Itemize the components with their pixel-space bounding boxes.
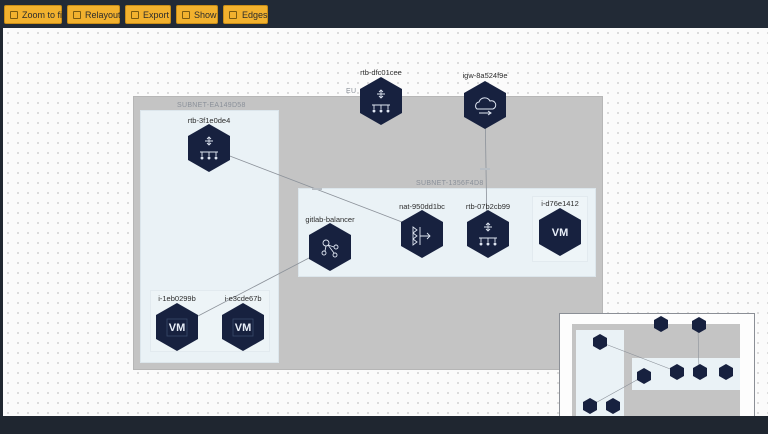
relayout-icon bbox=[73, 11, 81, 19]
internet-gateway-icon bbox=[475, 97, 497, 116]
relayout-button[interactable]: Relayout bbox=[67, 5, 121, 24]
i-e3cde67b-node[interactable]: VM bbox=[222, 303, 264, 351]
i-1eb0299b-node[interactable]: VM bbox=[156, 303, 198, 351]
edge-gitlab-vm[interactable] bbox=[176, 246, 331, 328]
export-button[interactable]: Export bbox=[125, 5, 171, 24]
rtb-07b2cb99-node[interactable] bbox=[467, 210, 509, 258]
show-icon bbox=[182, 11, 190, 19]
load-balancer-icon bbox=[321, 239, 339, 258]
export-icon bbox=[131, 11, 139, 19]
nat-gateway-icon bbox=[412, 226, 431, 246]
vm-icon: VM bbox=[552, 227, 569, 239]
igw-8a524f9e-label: igw-8a524f9e bbox=[462, 71, 508, 80]
zoom-fit-icon bbox=[10, 11, 18, 19]
rtb-3f1e0de4-node[interactable] bbox=[188, 124, 230, 172]
toolbar: Zoom to fit Relayout Export Show Edges bbox=[0, 0, 768, 28]
vm-icon: VM bbox=[235, 322, 252, 334]
minimap-view bbox=[572, 316, 740, 420]
rtb-07b2cb99-label: rtb-07b2cb99 bbox=[465, 202, 511, 211]
edge-marker bbox=[312, 188, 322, 190]
edges-icon bbox=[229, 11, 237, 19]
status-bar bbox=[0, 416, 768, 434]
subnet-ea149d58-label: SUBNET-EA149D58 bbox=[177, 102, 246, 109]
rtb-dfc01cee-node[interactable] bbox=[360, 77, 402, 125]
zoom-to-fit-button[interactable]: Zoom to fit bbox=[4, 5, 65, 24]
show-button[interactable]: Show bbox=[176, 5, 218, 24]
rtb-3f1e0de4-label: rtb-3f1e0de4 bbox=[187, 116, 231, 125]
i-e3cde67b-label: i-e3cde67b bbox=[224, 294, 262, 303]
route-table-icon bbox=[200, 136, 218, 160]
minimap[interactable] bbox=[559, 313, 755, 421]
i-d76e1412-node[interactable]: VM bbox=[539, 208, 581, 256]
gitlab-balancer-node[interactable] bbox=[309, 223, 351, 271]
vm-frame bbox=[166, 318, 188, 337]
rtb-dfc01cee-label: rtb-dfc01cee bbox=[360, 68, 402, 77]
nat-950dd1bc-label: nat-950dd1bc bbox=[399, 202, 445, 211]
nat-950dd1bc-node[interactable] bbox=[401, 210, 443, 258]
i-d76e1412-label: i-d76e1412 bbox=[541, 199, 579, 208]
vm-icon: VM bbox=[169, 322, 186, 334]
i-1eb0299b-label: i-1eb0299b bbox=[158, 294, 196, 303]
gitlab-balancer-label: gitlab-balancer bbox=[305, 215, 355, 224]
igw-8a524f9e-node[interactable] bbox=[464, 81, 506, 129]
edge-marker bbox=[480, 168, 490, 170]
region-label: EU bbox=[346, 88, 357, 95]
route-table-icon bbox=[479, 222, 497, 246]
vm-frame bbox=[232, 318, 254, 337]
subnet-1356f4d8-label: SUBNET-1356F4D8 bbox=[416, 180, 484, 187]
edges-button[interactable]: Edges bbox=[223, 5, 268, 24]
route-table-icon bbox=[372, 89, 390, 113]
